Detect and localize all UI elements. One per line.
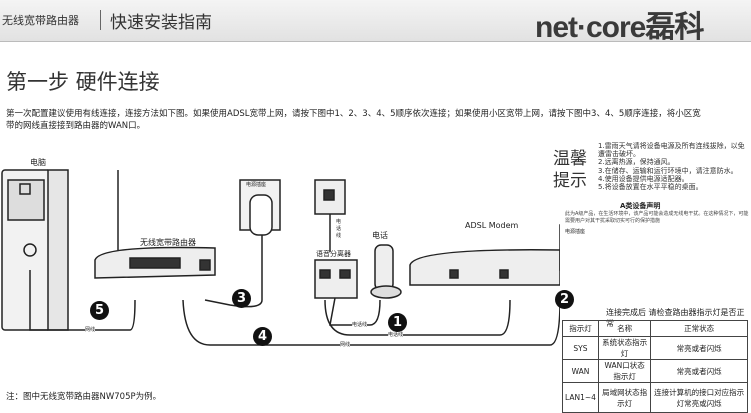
label-modem-power: 电源插座 — [565, 229, 586, 235]
step-1-badge: 1 — [388, 313, 407, 332]
cell: 常亮或者闪烁 — [650, 359, 748, 383]
guide-title: 快速安装指南 — [110, 13, 212, 33]
label-cable-1b: 电话线 — [388, 331, 404, 338]
label-power-socket: 电源插座 — [246, 182, 267, 188]
router-illustration — [94, 170, 216, 279]
col-header: 正常状态 — [650, 320, 748, 337]
modem-illustration — [409, 249, 560, 286]
tips-heading: 温馨提示 — [553, 149, 587, 191]
cell: 局域网状态指示灯 — [597, 382, 652, 413]
tip-item: 2.远离热源，保持通风。 — [598, 158, 675, 167]
connection-diagram — [1, 169, 560, 346]
label-phone-line: 电话线 — [336, 219, 342, 239]
tips-list: 1.雷雨天气请将设备电源及所有连线拔除，以免遭雷击破坏。 2.远离热源，保持通风… — [598, 142, 750, 191]
cell: 连接计算机的接口对应指示灯常亮或闪烁 — [650, 382, 748, 413]
label-modem: ADSL Modem — [465, 221, 519, 230]
cable-4 — [182, 299, 560, 346]
computer-illustration — [1, 169, 69, 331]
declaration-text: 此为A级产品，在生活环境中，该产品可能会造成无线电干扰。在这种情况下，可能需要用… — [565, 211, 749, 224]
tip-item: 3.在储存、运输和运行环境中，请注意防水。 — [598, 166, 738, 175]
col-header: 名称 — [597, 320, 652, 337]
declaration-heading: A类设备声明 — [620, 202, 661, 210]
footnote: 注：图中无线宽带路由器NW705P为例。 — [6, 392, 162, 402]
intro-text: 第一次配置建议使用有线连接，连接方法如下图。如果使用ADSL宽带上网，请按下图中… — [6, 109, 701, 131]
phone-illustration — [370, 244, 402, 299]
col-header: 指示灯 — [562, 320, 599, 337]
header-bar: 无线宽带路由器 快速安装指南 net·core磊科 — [0, 0, 751, 44]
power-adapter-router — [204, 179, 281, 308]
step-5-badge: 5 — [90, 301, 109, 320]
cell: 系统状态指示灯 — [597, 336, 652, 360]
cable-1b — [324, 299, 511, 336]
cell: SYS — [562, 336, 599, 360]
splitter-illustration — [314, 259, 358, 299]
tip-item: 1.雷雨天气请将设备电源及所有连线拔除，以免遭雷击破坏。 — [598, 142, 745, 159]
step-2-badge: 2 — [555, 290, 574, 309]
cell: WAN — [562, 359, 599, 383]
tip-item: 5.将设备放置在水平平稳的桌面。 — [598, 183, 703, 192]
label-cable-5: 网线 — [85, 326, 96, 333]
label-cable-4: 网线 — [340, 341, 351, 348]
label-cable-1a: 电话线 — [352, 321, 368, 328]
label-computer: 电脑 — [30, 158, 46, 167]
divider — [100, 10, 101, 30]
cable-1a — [329, 297, 381, 326]
cable-5 — [29, 270, 136, 331]
label-splitter: 语音分离器 — [316, 250, 351, 258]
cell: 常亮或者闪烁 — [650, 336, 748, 360]
cell: LAN1~4 — [562, 382, 599, 413]
step-3-badge: 3 — [232, 289, 251, 308]
page-title: 第一步 硬件连接 — [6, 70, 160, 94]
product-name: 无线宽带路由器 — [2, 14, 79, 27]
logo: net·core磊科 — [535, 11, 704, 44]
label-router: 无线宽带路由器 — [140, 238, 196, 247]
step-4-badge: 4 — [253, 327, 272, 346]
label-phone: 电话 — [372, 231, 388, 240]
tip-item: 4.使用设备提供电源适配器。 — [598, 174, 689, 183]
phone-jack — [314, 179, 346, 252]
cell: WAN口状态指示灯 — [597, 359, 652, 383]
